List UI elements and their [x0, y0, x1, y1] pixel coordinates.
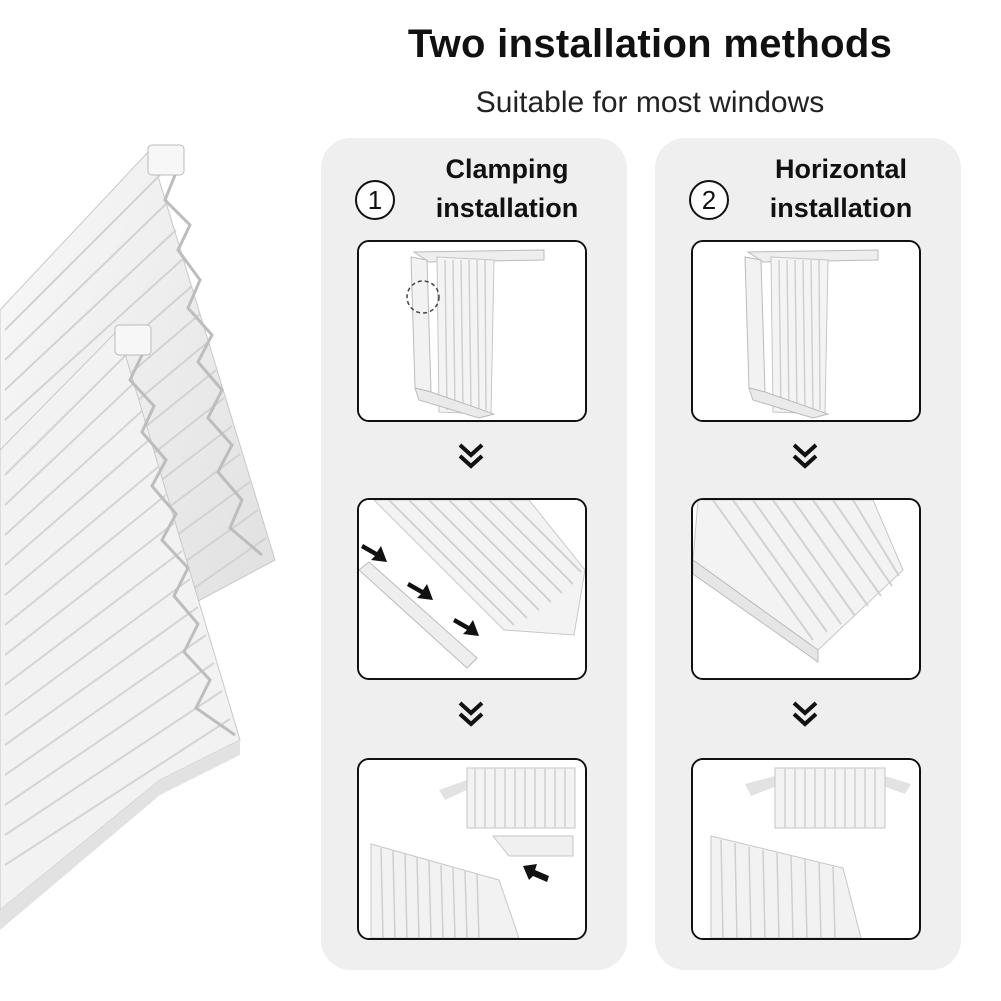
arrow-icon	[523, 864, 549, 882]
page-subtitle: Suitable for most windows	[475, 86, 825, 119]
horizontal-assembly-image	[691, 758, 921, 940]
double-chevron-down-icon	[458, 701, 484, 727]
method-panel-clamping: 1 Clamping installation	[321, 138, 627, 970]
window-frame-image	[691, 240, 921, 422]
step-header: 1 Clamping installation	[321, 148, 627, 240]
panel-rail-image	[357, 498, 587, 680]
step-number-badge: 2	[689, 180, 729, 220]
step-title-line1: Horizontal	[775, 154, 907, 184]
double-chevron-down-icon	[458, 443, 484, 469]
window-frame-image	[357, 240, 587, 422]
arrow-icon	[361, 544, 479, 636]
double-chevron-down-icon	[792, 443, 818, 469]
panel-rail-image	[691, 498, 921, 680]
clamp-assembly-image	[357, 758, 587, 940]
step-title: Clamping installation	[407, 150, 607, 228]
double-chevron-down-icon	[792, 701, 818, 727]
product-panel-image	[0, 144, 276, 930]
step-title-line2: installation	[769, 193, 913, 223]
page-title: Two installation methods	[407, 22, 893, 66]
step-title: Horizontal installation	[741, 150, 941, 228]
method-panel-horizontal: 2 Horizontal installation	[655, 138, 961, 970]
step-number-badge: 1	[355, 180, 395, 220]
step-header: 2 Horizontal installation	[655, 148, 961, 240]
step-title-line1: Clamping	[445, 154, 569, 184]
step-title-line2: installation	[435, 193, 579, 223]
